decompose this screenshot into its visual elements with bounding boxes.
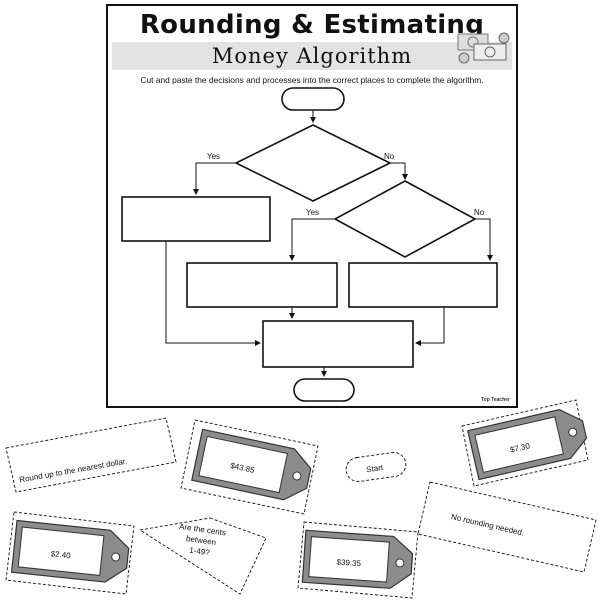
card-question-outline (138, 517, 267, 595)
tag-hole-icon (292, 471, 302, 481)
tag-card-1-outline (180, 419, 319, 515)
tag-card-3-outline (5, 511, 135, 595)
tag-hole-icon (111, 552, 121, 562)
tag-card-2-outline (461, 399, 589, 487)
no-label-right: No (384, 152, 395, 161)
card-no-rounding-text: No rounding needed. (450, 512, 525, 538)
worksheet-subtitle: Money Algorithm (211, 44, 413, 68)
card-round-up-outline (5, 417, 177, 493)
credit: Top Teacher (481, 397, 510, 403)
tag-card-4-outline (297, 521, 419, 599)
card-question-line3: 1-49? (189, 546, 211, 558)
card-start-outline (345, 452, 407, 482)
worksheet-title: Rounding & Estimating (139, 10, 485, 40)
subtitle-band (112, 42, 512, 70)
decision-2 (333, 180, 477, 258)
card-round-up-text: Round up to the nearest dollar. (19, 457, 128, 485)
tag-hole-icon (568, 427, 578, 437)
price-tag-2: $7.30 (467, 409, 588, 481)
yes-label-inner: Yes (306, 208, 319, 217)
end-terminal (293, 378, 355, 402)
process-box-1 (121, 196, 271, 242)
instructions: Cut and paste the decisions and processe… (140, 75, 484, 85)
price-tag-4: $39.35 (301, 529, 414, 589)
money-clipart-icon (457, 32, 510, 64)
price-tag-3: $2.40 (10, 519, 130, 583)
tag-hole-icon (395, 558, 405, 568)
price-tag-3-text: $2.40 (50, 549, 71, 560)
decision-1 (234, 124, 392, 202)
no-label-inner: No (474, 208, 485, 217)
card-no-rounding-outline (417, 481, 597, 573)
process-box-4 (262, 320, 414, 368)
process-box-2 (186, 262, 338, 308)
process-box-3 (348, 262, 498, 308)
card-start-text: Start (366, 463, 385, 474)
price-tag-1: $43.85 (191, 428, 312, 501)
card-question-line2: between (185, 534, 216, 547)
price-tag-4-text: $39.35 (336, 558, 362, 569)
yes-label-left: Yes (207, 152, 220, 161)
